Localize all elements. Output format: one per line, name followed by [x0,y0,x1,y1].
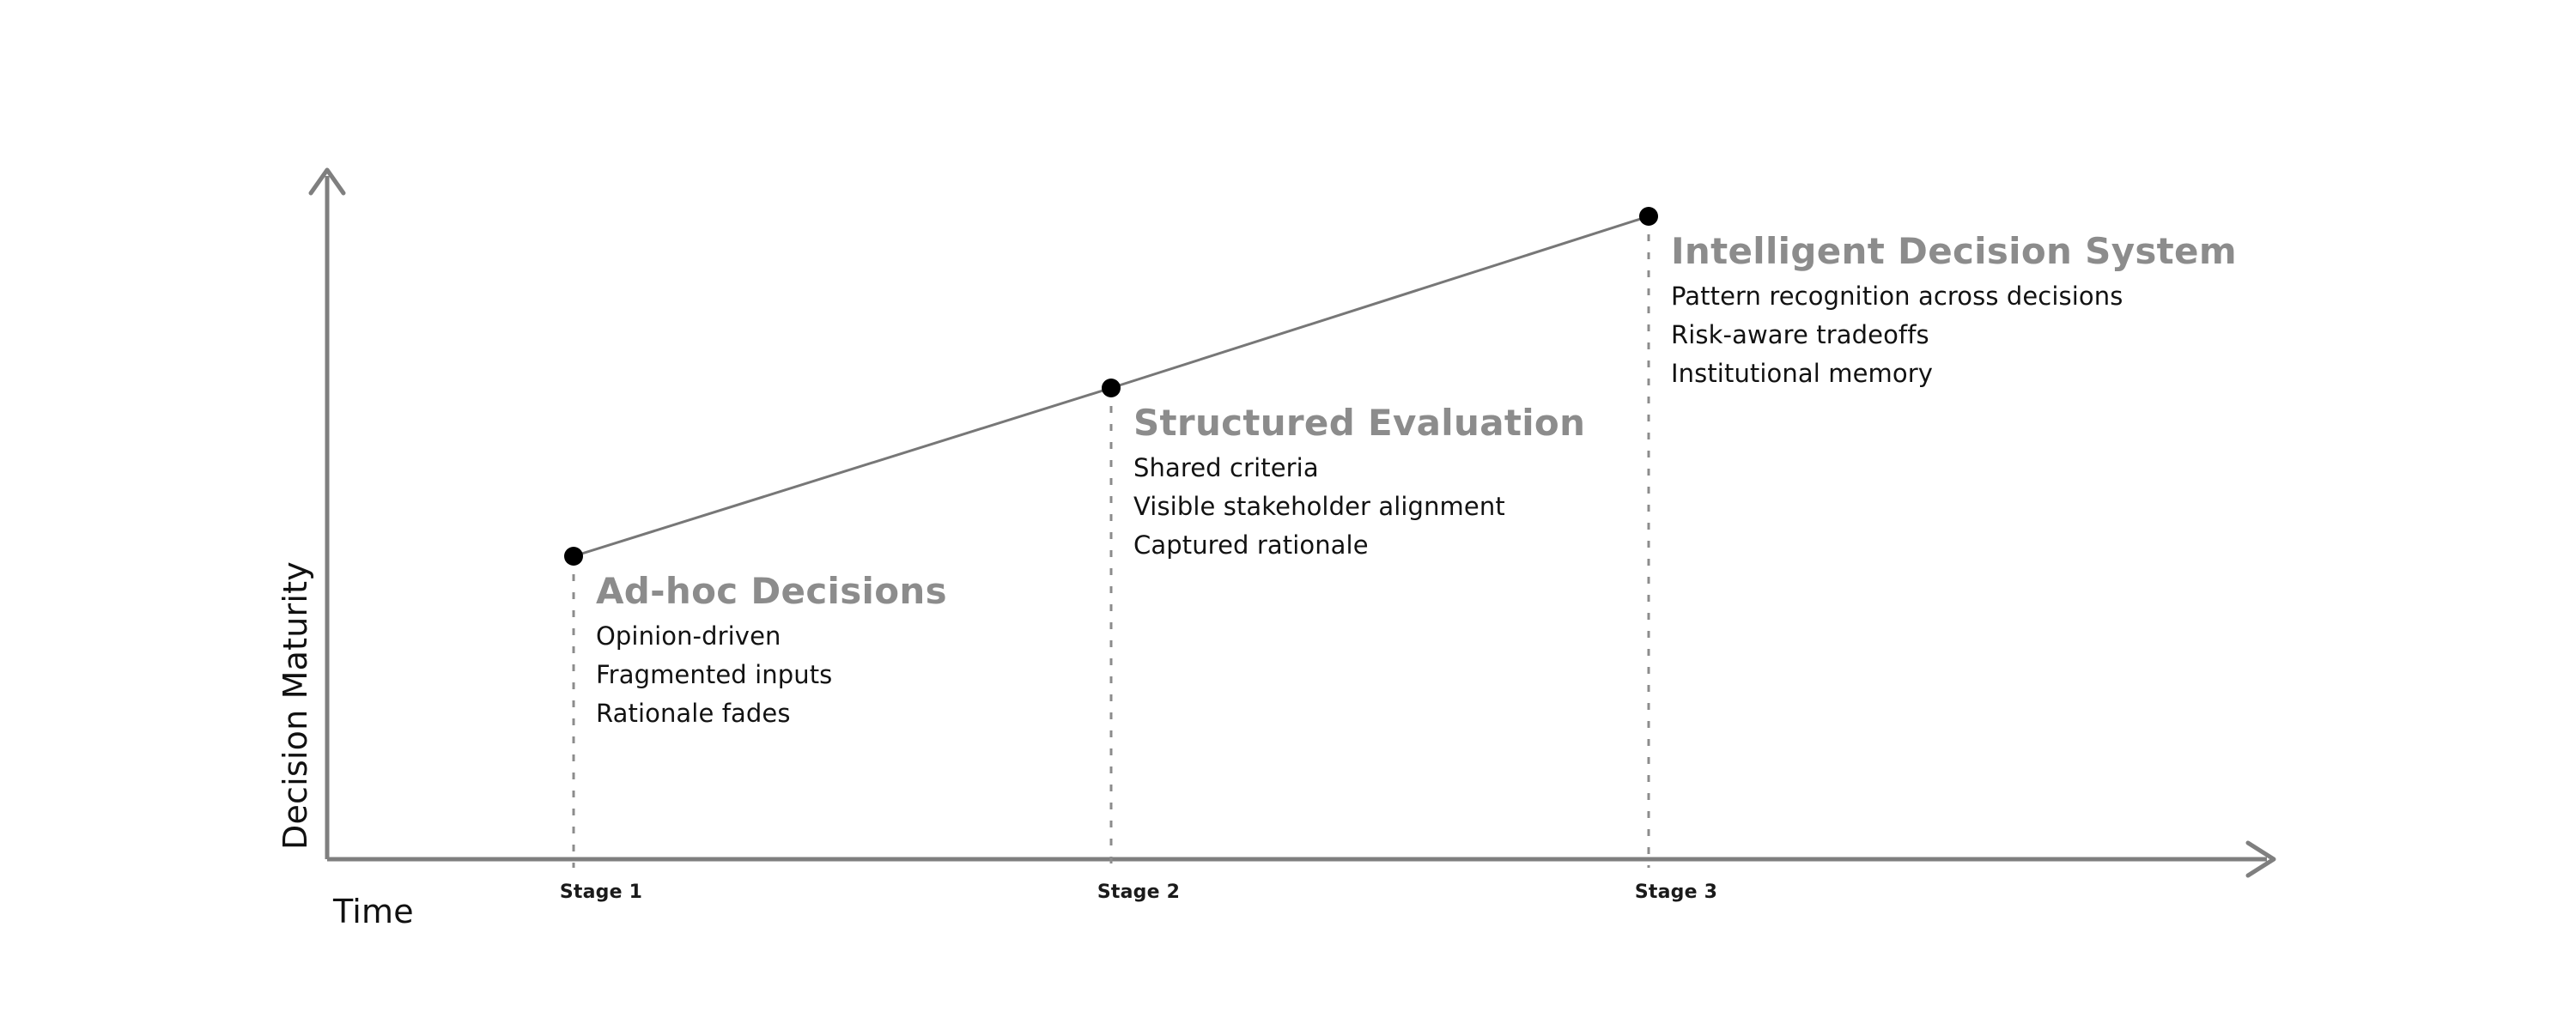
data-point-stage-2 [1102,379,1121,397]
stage-annotation-3: Intelligent Decision System Pattern reco… [1671,231,2237,393]
data-point-stage-3 [1639,207,1658,226]
stage-3-bullet: Pattern recognition across decisions [1671,282,2123,311]
stage-1-bullet: Rationale fades [596,699,791,728]
x-axis [327,840,2276,878]
stage-2-heading: Structured Evaluation [1133,402,1586,444]
stage-3-heading: Intelligent Decision System [1671,230,2237,272]
tick-label-stage-3: Stage 3 [1634,882,1718,903]
stage-1-bullet: Opinion-driven [596,621,781,651]
y-axis-title: Decision Maturity [276,561,314,850]
stage-annotation-2: Structured Evaluation Shared criteria Vi… [1133,403,1585,565]
data-point-stage-1 [564,547,583,566]
stage-3-bullet: Institutional memory [1671,359,1933,388]
stage-3-bullet-list: Pattern recognition across decisions Ris… [1671,277,2237,393]
y-axis [308,167,346,859]
data-point-markers [564,207,1658,566]
stage-3-bullet: Risk-aware tradeoffs [1671,320,1929,349]
stage-annotation-1: Ad-hoc Decisions Opinion-driven Fragment… [596,571,947,733]
stage-1-bullet: Fragmented inputs [596,660,833,689]
stage-2-bullet: Captured rationale [1133,530,1369,560]
stage-guide-lines [572,216,1650,868]
stage-2-bullet-list: Shared criteria Visible stakeholder alig… [1133,449,1585,565]
stage-1-heading: Ad-hoc Decisions [596,570,947,612]
tick-label-stage-2: Stage 2 [1097,882,1181,903]
stage-2-bullet: Shared criteria [1133,453,1319,482]
stage-1-bullet-list: Opinion-driven Fragmented inputs Rationa… [596,617,947,733]
tick-label-stage-1: Stage 1 [559,882,643,903]
x-axis-title: Time [333,893,414,930]
stage-2-bullet: Visible stakeholder alignment [1133,492,1505,521]
